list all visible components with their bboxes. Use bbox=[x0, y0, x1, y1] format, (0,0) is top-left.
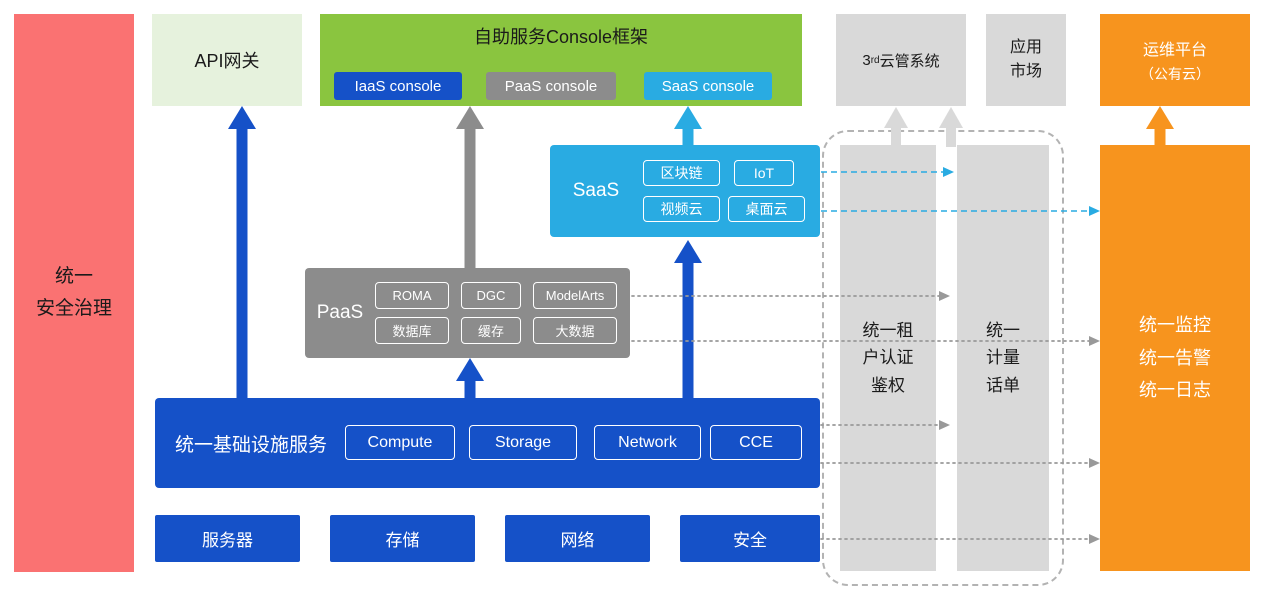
third-party-sup: rd bbox=[870, 54, 880, 66]
saas-label: SaaS bbox=[572, 180, 620, 201]
saas-block: SaaS 区块链 IoT 视频云 桌面云 bbox=[550, 145, 820, 237]
api-gateway-box: API网关 bbox=[152, 14, 302, 106]
iaas-chip-storage: Storage bbox=[469, 425, 577, 460]
saas-console-chip: SaaS console bbox=[644, 72, 772, 100]
arrow-iaas-to-saas bbox=[674, 240, 702, 398]
paas-chip-roma: ROMA bbox=[375, 282, 449, 309]
ops-platform-line2: （公有云） bbox=[1140, 66, 1210, 82]
saas-chip-iot: IoT bbox=[734, 160, 794, 186]
arrow-saas-to-console bbox=[674, 106, 702, 145]
paas-console-chip: PaaS console bbox=[486, 72, 616, 100]
paas-chip-modelarts: ModelArts bbox=[533, 282, 617, 309]
saas-chip-video-cloud: 视频云 bbox=[643, 196, 720, 222]
third-party-prefix: 3 bbox=[862, 51, 871, 69]
saas-chip-desktop-cloud: 桌面云 bbox=[728, 196, 805, 222]
paas-label: PaaS bbox=[316, 302, 364, 323]
tenant-services-dashed-container bbox=[822, 130, 1064, 586]
iaas-console-chip: IaaS console bbox=[334, 72, 462, 100]
foundation-box-security: 安全 bbox=[680, 515, 820, 562]
paas-block: PaaS ROMA DGC ModelArts 数据库 缓存 大数据 bbox=[305, 268, 630, 358]
paas-chip-cache: 缓存 bbox=[461, 317, 521, 344]
arrow-iaas-to-api-gateway bbox=[228, 106, 256, 398]
iaas-bar: 统一基础设施服务 Compute Storage Network CCE bbox=[155, 398, 820, 488]
arrow-paas-to-console bbox=[456, 106, 484, 268]
console-framework-box: 自助服务Console框架 IaaS console PaaS console … bbox=[320, 14, 802, 106]
third-party-suffix: 云管系统 bbox=[879, 52, 940, 70]
foundation-box-network: 网络 bbox=[505, 515, 650, 562]
iaas-chip-compute: Compute bbox=[345, 425, 455, 460]
unified-auth-column: 统一租 户认证 鉴权 bbox=[840, 145, 936, 571]
arrow-iaas-to-paas bbox=[456, 358, 484, 398]
foundation-box-server: 服务器 bbox=[155, 515, 300, 562]
arrow-monitoring-to-ops-platform bbox=[1146, 106, 1174, 147]
console-framework-title: 自助服务Console框架 bbox=[473, 27, 649, 47]
paas-chip-bigdata: 大数据 bbox=[533, 317, 617, 344]
iaas-label: 统一基础设施服务 bbox=[175, 434, 328, 456]
unified-metering-column: 统一 计量 话单 bbox=[957, 145, 1049, 571]
iaas-chip-network: Network bbox=[594, 425, 701, 460]
unified-monitoring-bar: 统一监控 统一告警 统一日志 bbox=[1100, 145, 1250, 571]
ops-platform-line1: 运维平台 bbox=[1142, 42, 1207, 59]
ops-platform-box: 运维平台 （公有云） bbox=[1100, 14, 1250, 106]
foundation-box-storage: 存储 bbox=[330, 515, 475, 562]
saas-chip-blockchain: 区块链 bbox=[643, 160, 720, 186]
paas-chip-database: 数据库 bbox=[375, 317, 449, 344]
iaas-chip-cce: CCE bbox=[710, 425, 802, 460]
paas-chip-dgc: DGC bbox=[461, 282, 521, 309]
app-market-box: 应用 市场 bbox=[986, 14, 1066, 106]
unified-security-governance-bar: 统一 安全治理 bbox=[14, 14, 134, 572]
